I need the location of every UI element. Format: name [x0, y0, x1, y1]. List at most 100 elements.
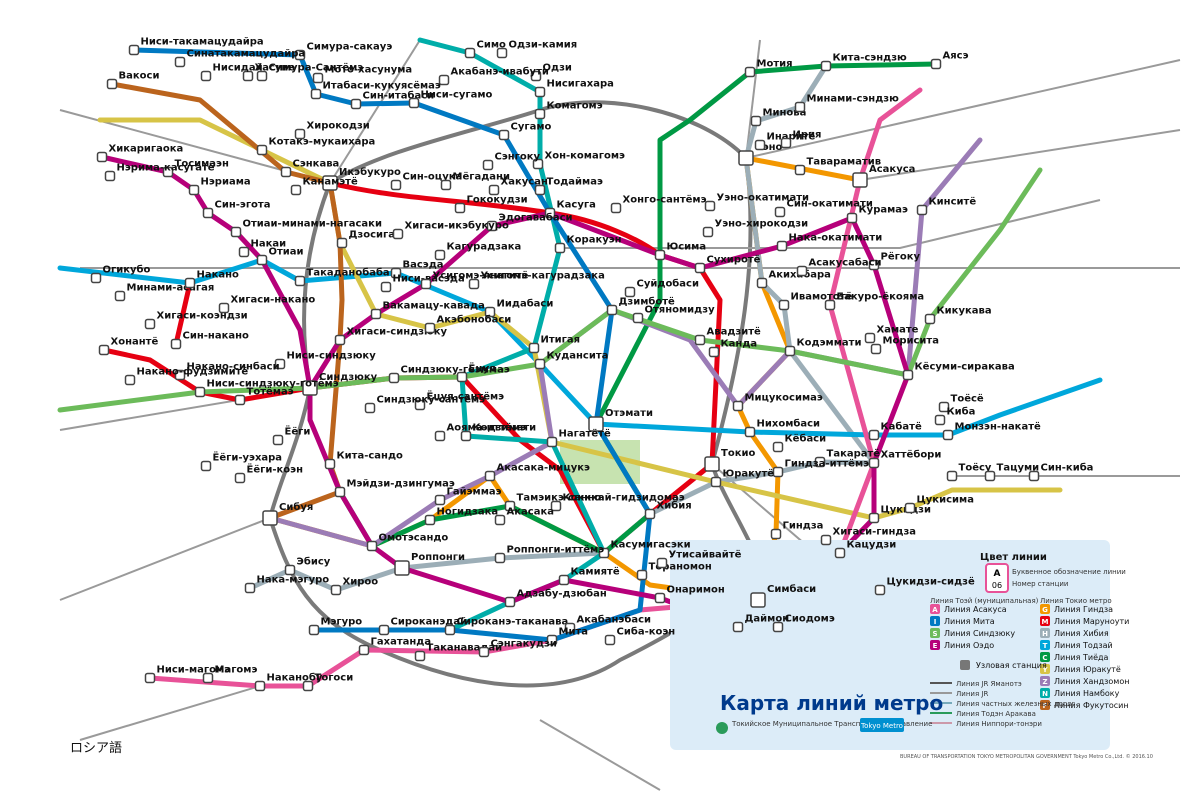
station-marker[interactable] — [202, 672, 214, 684]
station-marker[interactable] — [834, 547, 846, 559]
station-marker[interactable] — [938, 401, 950, 413]
station-marker[interactable] — [794, 101, 806, 113]
station-marker[interactable] — [750, 592, 766, 608]
station[interactable]: Мёгадани — [440, 171, 510, 191]
station[interactable]: Минова — [750, 108, 807, 127]
station[interactable]: Синдзюку-гёэммаэ — [388, 364, 510, 384]
station-marker[interactable] — [772, 621, 784, 633]
station-marker[interactable] — [414, 650, 426, 662]
station[interactable]: Ниси-синдзюку-готёмэ — [194, 378, 339, 398]
station-marker[interactable] — [194, 386, 206, 398]
station-marker[interactable] — [588, 416, 604, 432]
station-marker[interactable] — [434, 249, 446, 261]
station-marker[interactable] — [308, 624, 320, 636]
station-marker[interactable] — [104, 170, 116, 182]
station-marker[interactable] — [334, 334, 346, 346]
station[interactable]: Гиндза-иттёмэ — [772, 458, 870, 478]
station-marker[interactable] — [284, 564, 296, 576]
station-marker[interactable] — [96, 151, 108, 163]
station-marker[interactable] — [494, 552, 506, 564]
station[interactable]: Хон-комагомэ — [532, 151, 625, 170]
station-marker[interactable] — [796, 265, 808, 277]
station-marker[interactable] — [434, 494, 446, 506]
station-marker[interactable] — [852, 172, 868, 188]
station-marker[interactable] — [656, 557, 668, 569]
station-marker[interactable] — [546, 634, 558, 646]
station-marker[interactable] — [564, 622, 576, 634]
station-marker[interactable] — [904, 502, 916, 514]
station-marker[interactable] — [784, 345, 796, 357]
station-marker[interactable] — [732, 621, 744, 633]
station[interactable]: Ёёги-коэн — [234, 462, 304, 484]
station[interactable]: Асакусабаси — [796, 257, 882, 277]
station[interactable]: Роппонги — [394, 552, 465, 576]
station[interactable]: Хигаси-синдзюку — [334, 327, 448, 346]
station-marker[interactable] — [242, 70, 254, 82]
station-marker[interactable] — [280, 166, 292, 178]
station[interactable]: Акасака — [494, 507, 555, 526]
station-marker[interactable] — [274, 358, 286, 370]
station-marker[interactable] — [256, 70, 268, 82]
station-marker[interactable] — [814, 456, 826, 468]
station[interactable]: Цукидзи-сидзё — [874, 576, 975, 596]
station-marker[interactable] — [434, 430, 446, 442]
station[interactable]: Уэно-окатимати — [704, 193, 810, 212]
station-marker[interactable] — [756, 277, 768, 289]
station[interactable]: Кинситё — [916, 196, 977, 216]
station[interactable]: Уэно-хирокодзи — [702, 219, 809, 238]
station-marker[interactable] — [334, 486, 346, 498]
station-marker[interactable] — [302, 380, 318, 396]
station-marker[interactable] — [254, 680, 266, 692]
station-marker[interactable] — [294, 275, 306, 287]
station-marker[interactable] — [234, 394, 246, 406]
station[interactable]: Хироо — [330, 577, 379, 596]
station[interactable]: Нэриама — [188, 177, 251, 196]
station[interactable]: Ивамототё — [778, 291, 853, 311]
station[interactable]: Такана­вадай — [414, 643, 503, 662]
station-marker[interactable] — [820, 534, 832, 546]
station-marker[interactable] — [114, 290, 126, 302]
station[interactable]: Роппонги-иттёмэ — [494, 544, 605, 564]
station-marker[interactable] — [794, 164, 806, 176]
station-marker[interactable] — [708, 346, 720, 358]
station-marker[interactable] — [478, 646, 490, 658]
station[interactable]: Канамэтё — [290, 176, 358, 196]
station-marker[interactable] — [984, 470, 996, 482]
station-marker[interactable] — [934, 414, 946, 426]
station[interactable]: Касумигасэки — [598, 540, 691, 559]
station[interactable]: Мотия — [744, 59, 793, 78]
station-marker[interactable] — [864, 332, 876, 344]
station[interactable]: Гайэммаэ — [434, 487, 502, 506]
station[interactable]: Тосимаэн — [162, 159, 229, 178]
station-marker[interactable] — [486, 220, 498, 232]
station-marker[interactable] — [632, 312, 644, 324]
station[interactable]: Канда — [708, 339, 758, 358]
station-marker[interactable] — [330, 584, 342, 596]
station[interactable]: Итабаси-кукуясёмаэ — [310, 80, 441, 100]
station[interactable]: Огикубо — [90, 264, 151, 284]
station[interactable]: Тамэикэ-санно — [504, 493, 602, 512]
station[interactable]: Икэбукуро — [322, 166, 401, 191]
station[interactable]: Нэрима-касугатё — [104, 162, 215, 182]
station[interactable]: Минами-асагая — [114, 283, 215, 302]
station[interactable]: Акабанэбаси — [564, 614, 652, 634]
station-marker[interactable] — [946, 470, 958, 482]
station-marker[interactable] — [930, 58, 942, 70]
station[interactable]: Сироканэдай — [378, 617, 468, 636]
station-marker[interactable] — [544, 207, 556, 219]
station[interactable]: Кабатё — [868, 421, 922, 441]
station[interactable]: Накано — [184, 270, 240, 289]
station[interactable]: Магомэ — [202, 665, 258, 684]
station-marker[interactable] — [846, 212, 858, 224]
station-marker[interactable] — [322, 175, 338, 191]
station[interactable]: Хигаси-накано — [218, 295, 316, 314]
station[interactable]: Аояма-иттёмэ — [434, 422, 527, 442]
station[interactable]: Ёцуя-сантёмэ — [414, 389, 505, 411]
station[interactable]: Накаи — [238, 239, 287, 258]
station[interactable]: Сэнгоку — [482, 152, 541, 171]
station-marker[interactable] — [444, 624, 456, 636]
station[interactable]: Рёгоку — [868, 251, 921, 271]
station-marker[interactable] — [874, 584, 886, 596]
station[interactable]: Хигаси-коэндзи — [144, 311, 248, 330]
station[interactable]: Омотэсандо — [366, 533, 449, 552]
